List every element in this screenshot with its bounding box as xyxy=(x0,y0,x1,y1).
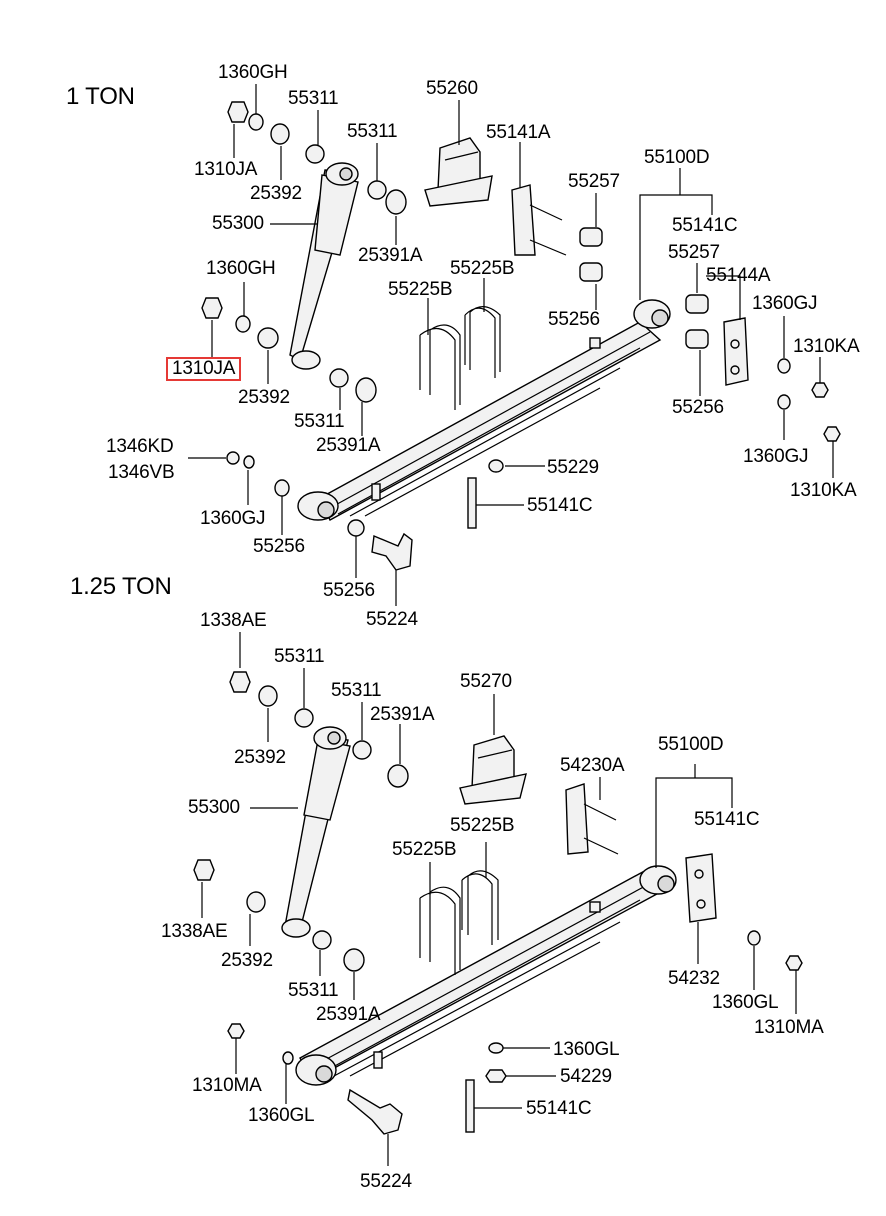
bump-stopper-top xyxy=(424,137,493,207)
part-label-1360gj[interactable]: 1360GJ xyxy=(743,446,809,467)
part-label-55141c[interactable]: 55141C xyxy=(527,495,593,516)
u-bolt-top xyxy=(419,306,501,410)
part-label-25391a[interactable]: 25391A xyxy=(316,1004,381,1025)
part-label-55100d[interactable]: 55100D xyxy=(644,147,710,168)
fasteners-top xyxy=(201,101,841,571)
part-label-1310ma[interactable]: 1310MA xyxy=(754,1017,824,1038)
part-label-1360gl[interactable]: 1360GL xyxy=(248,1105,315,1126)
part-label-1310ka[interactable]: 1310KA xyxy=(793,336,860,357)
leader-lines-bottom xyxy=(201,632,797,1166)
part-label-55256[interactable]: 55256 xyxy=(548,309,600,330)
part-label-55225b[interactable]: 55225B xyxy=(392,839,457,860)
part-label-25392[interactable]: 25392 xyxy=(234,747,286,768)
bump-stopper-bottom xyxy=(459,735,527,805)
part-label-55141c[interactable]: 55141C xyxy=(694,809,760,830)
part-label-54232[interactable]: 54232 xyxy=(668,968,720,989)
part-label-55229[interactable]: 55229 xyxy=(547,457,599,478)
leaf-spring-bottom xyxy=(295,865,677,1086)
section-title-1-25-ton: 1.25 TON xyxy=(70,573,172,600)
part-label-55141c[interactable]: 55141C xyxy=(672,215,738,236)
part-label-25392[interactable]: 25392 xyxy=(238,387,290,408)
shackle-plate-top xyxy=(511,184,749,386)
part-label-55311[interactable]: 55311 xyxy=(347,121,398,142)
part-label-1360gh[interactable]: 1360GH xyxy=(218,62,288,83)
part-label-55144a[interactable]: 55144A xyxy=(706,265,771,286)
part-label-1338ae[interactable]: 1338AE xyxy=(161,921,228,942)
part-label-55256[interactable]: 55256 xyxy=(253,536,305,557)
u-bolt-bottom xyxy=(419,870,499,975)
leaf-spring-top xyxy=(297,299,671,521)
part-label-55225b[interactable]: 55225B xyxy=(450,258,515,279)
part-label-1360gl[interactable]: 1360GL xyxy=(553,1039,620,1060)
part-label-25392[interactable]: 25392 xyxy=(221,950,273,971)
part-label-1360gj[interactable]: 1360GJ xyxy=(200,508,266,529)
part-label-55260[interactable]: 55260 xyxy=(426,78,478,99)
part-label-1360gh[interactable]: 1360GH xyxy=(206,258,276,279)
part-label-55224[interactable]: 55224 xyxy=(366,609,418,630)
part-label-55225b[interactable]: 55225B xyxy=(450,815,515,836)
part-label-55270[interactable]: 55270 xyxy=(460,671,512,692)
part-label-55141a[interactable]: 55141A xyxy=(486,122,551,143)
part-label-55256[interactable]: 55256 xyxy=(323,580,375,601)
part-label-1360gj[interactable]: 1360GJ xyxy=(752,293,818,314)
part-label-55257[interactable]: 55257 xyxy=(668,242,720,263)
part-label-55311[interactable]: 55311 xyxy=(274,646,325,667)
part-label-1310ma[interactable]: 1310MA xyxy=(192,1075,262,1096)
part-label-55311[interactable]: 55311 xyxy=(288,980,339,1001)
part-label-55100d[interactable]: 55100D xyxy=(658,734,724,755)
part-label-1346kd[interactable]: 1346KD xyxy=(106,436,174,457)
part-label-25391a[interactable]: 25391A xyxy=(358,245,423,266)
part-label-55311[interactable]: 55311 xyxy=(294,411,345,432)
part-label-1310ka[interactable]: 1310KA xyxy=(790,480,857,501)
part-label-55256[interactable]: 55256 xyxy=(672,397,724,418)
part-label-55225b[interactable]: 55225B xyxy=(388,279,453,300)
leader-lines-top xyxy=(188,84,834,606)
shock-absorber-bottom xyxy=(281,726,351,938)
part-label-55300[interactable]: 55300 xyxy=(188,797,240,818)
part-label-1338ae[interactable]: 1338AE xyxy=(200,610,267,631)
part-label-55300[interactable]: 55300 xyxy=(212,213,264,234)
section-title-1-ton: 1 TON xyxy=(66,83,135,110)
part-label-54230a[interactable]: 54230A xyxy=(560,755,625,776)
part-label-55224[interactable]: 55224 xyxy=(360,1171,412,1192)
part-label-55257[interactable]: 55257 xyxy=(568,171,620,192)
part-label-55141c[interactable]: 55141C xyxy=(526,1098,592,1119)
part-label-1360gl[interactable]: 1360GL xyxy=(712,992,779,1013)
part-label-1310ja-highlighted[interactable]: 1310JA xyxy=(166,357,242,381)
part-label-25391a[interactable]: 25391A xyxy=(370,704,435,725)
part-label-55311[interactable]: 55311 xyxy=(331,680,382,701)
part-label-55311[interactable]: 55311 xyxy=(288,88,339,109)
part-label-54229[interactable]: 54229 xyxy=(560,1066,612,1087)
shock-absorber-top xyxy=(289,162,359,370)
shackle-plate-bottom xyxy=(565,783,717,923)
part-label-1310ja[interactable]: 1310JA xyxy=(194,159,258,180)
part-label-1346vb[interactable]: 1346VB xyxy=(108,462,175,483)
fasteners-bottom xyxy=(193,671,803,1135)
part-label-25391a[interactable]: 25391A xyxy=(316,435,381,456)
part-label-25392[interactable]: 25392 xyxy=(250,183,302,204)
